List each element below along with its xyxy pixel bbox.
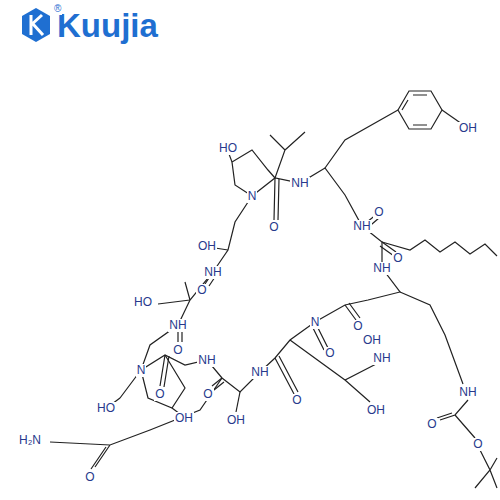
atom-label: O [324,347,335,360]
atom-label: NH [250,366,269,379]
atom-label: HO [218,142,238,155]
atom-label: HO [133,296,153,309]
logo-text: Kuujia [56,8,159,44]
atom-label: O [202,388,213,401]
atom-label: NH [197,354,216,367]
registered-mark: ® [53,2,62,15]
macrocycle [141,168,400,392]
logo-k [31,15,43,35]
atom-label: OH [366,404,386,417]
atom-label: O [291,394,302,407]
atom-label: O [196,284,207,297]
atom-label: NH [290,177,309,190]
atom-label: O [172,344,183,357]
side-chains [50,91,497,488]
atom-label: O [426,418,437,431]
atom-label: NH [352,220,371,233]
atom-label: O [84,471,95,484]
atom-label: O [392,252,403,265]
atom-label: O [154,388,165,401]
atom-label: N [136,364,147,377]
atom-label: OH [362,334,382,347]
atom-label: N [310,316,321,329]
atom-label: OH [458,122,478,135]
atom-label: H₂N [18,434,42,447]
atom-label: NH [458,386,477,399]
atom-label: O [373,206,384,219]
atom-label: NH [372,262,391,275]
atom-label: O [352,320,363,333]
atom-label: HO [96,402,116,415]
atom-label: OH [226,414,246,427]
atom-label: NH [203,266,222,279]
atom-label: N [247,190,258,203]
atom-label: OH [197,240,217,253]
atom-label: OH [174,412,194,425]
logo-hexagon [22,8,50,42]
atom-label: O [268,221,279,234]
atom-label: NH [168,319,187,332]
atom-label: O [472,438,483,451]
atom-label: NH [372,352,391,365]
carbonyl-bonds [160,178,396,394]
